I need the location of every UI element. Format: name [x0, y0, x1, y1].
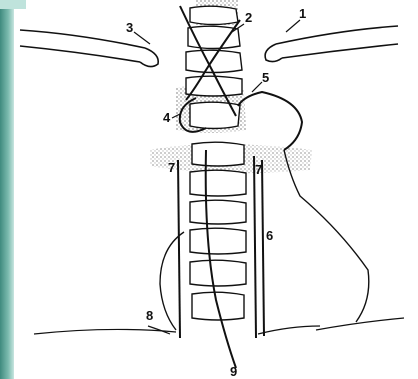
loop-5 — [238, 92, 302, 150]
right-clavicle — [265, 26, 398, 62]
label-7-right: 7 — [255, 162, 262, 177]
label-2: 2 — [245, 10, 252, 25]
label-9: 9 — [230, 364, 237, 379]
label-3: 3 — [126, 20, 133, 35]
left-clavicle — [20, 30, 158, 67]
left-margin-band — [0, 0, 14, 379]
label-6: 6 — [266, 228, 273, 243]
label-7-left: 7 — [168, 160, 175, 175]
label-1: 1 — [299, 6, 306, 21]
right-pleural-contour — [284, 150, 369, 322]
top-left-block — [0, 0, 26, 9]
label-8: 8 — [146, 308, 153, 323]
label-4: 4 — [163, 110, 171, 125]
label-5: 5 — [262, 70, 269, 85]
